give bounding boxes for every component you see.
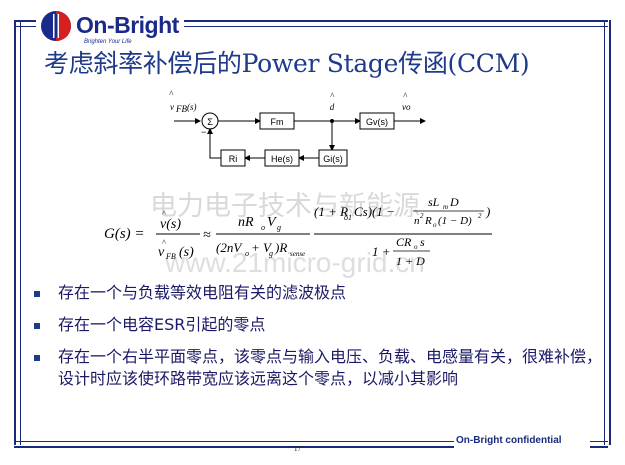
- bullet-square-icon: [34, 291, 40, 297]
- svg-text:sL: sL: [428, 195, 440, 209]
- frame-left-border: [14, 20, 21, 445]
- svg-text:g: g: [269, 249, 273, 258]
- input-sub: FB: [175, 104, 187, 114]
- svg-text:o: o: [433, 221, 437, 229]
- frame-top-border: [184, 20, 608, 27]
- svg-text:2: 2: [420, 212, 424, 220]
- bullet-item: 存在一个与负载等效电阻有关的滤波极点: [30, 282, 602, 304]
- input-arg: (s): [187, 102, 197, 112]
- frame-bottom-left-border: [14, 441, 454, 448]
- watermark-url: www.21micro-grid.cn: [164, 247, 425, 278]
- gv-label: Gv(s): [366, 117, 388, 127]
- formula-big-num: (1 + R: [314, 204, 348, 219]
- svg-text:o: o: [414, 243, 418, 251]
- fm-label: Fm: [271, 117, 284, 127]
- svg-text:FB: FB: [165, 252, 176, 261]
- bullet-item: 存在一个电容ESR引起的零点: [30, 314, 602, 336]
- logo-wordmark: On-Bright: [76, 12, 179, 38]
- logo-tagline: Brighten Your Life: [84, 39, 132, 45]
- svg-text:R: R: [424, 215, 432, 227]
- svg-text:^: ^: [403, 91, 408, 101]
- frame-right-border: [604, 20, 611, 445]
- svg-text:o: o: [261, 223, 265, 232]
- bullet-item: 存在一个右半平面零点，该零点与输入电压、负载、电感量有关，很难补偿，设计时应该使…: [30, 346, 602, 390]
- svg-text:+ V: + V: [251, 240, 273, 255]
- slide-title: 考虑斜率补偿后的Power Stage传函(CCM): [44, 49, 530, 78]
- svg-text:m: m: [443, 203, 448, 211]
- svg-text:(s): (s): [179, 245, 194, 260]
- d-label: d: [330, 102, 335, 112]
- svg-text:o1: o1: [344, 213, 352, 222]
- he-label: He(s): [271, 154, 293, 164]
- formula-frac-den: v: [158, 245, 165, 260]
- formula-gain-num: nR: [238, 215, 254, 230]
- company-logo: On-Bright Brighten Your Life: [40, 8, 180, 46]
- svg-text:s: s: [420, 235, 425, 249]
- ri-label: Ri: [229, 154, 238, 164]
- bullet-square-icon: [34, 323, 40, 329]
- svg-text:Cs)(1 −: Cs)(1 −: [354, 204, 395, 219]
- transfer-function-formula: G(s) = ^ v(s) ^ v FB (s) ≈ nR o V g (2nV…: [104, 195, 492, 268]
- svg-text:V: V: [267, 215, 277, 230]
- formula-gain-den: (2nV: [216, 240, 243, 255]
- svg-text:(1 − D): (1 − D): [438, 215, 472, 227]
- output-label: vo: [402, 102, 411, 112]
- bullet-list: 存在一个与负载等效电阻有关的滤波极点 存在一个电容ESR引起的零点 存在一个右半…: [30, 282, 602, 400]
- frame-top-left-border: [14, 20, 36, 27]
- svg-text:): ): [485, 204, 490, 219]
- logo-globe-icon: [41, 11, 71, 41]
- svg-text:D: D: [449, 195, 459, 209]
- gi-label: Gi(s): [323, 154, 343, 164]
- svg-text:CR: CR: [396, 235, 412, 249]
- svg-text:^: ^: [162, 238, 166, 247]
- formula-approx: ≈: [203, 228, 211, 243]
- svg-text:n: n: [414, 215, 420, 227]
- formula-big-den: 1 +: [372, 244, 391, 259]
- svg-text:g: g: [277, 223, 281, 232]
- watermark-cn: 电力电子技术与新能源: [150, 191, 420, 222]
- svg-text:o: o: [245, 249, 249, 258]
- page-number: 17: [294, 445, 301, 453]
- svg-text:sense: sense: [290, 250, 305, 258]
- footer-confidential: On-Bright confidential: [456, 435, 562, 446]
- svg-text:)R: )R: [274, 240, 287, 255]
- svg-text:^: ^: [162, 209, 166, 218]
- control-loop-diagram: ^ v FB (s) Σ − Fm ^ d Gv(s) ^ vo Gi(s) H…: [169, 89, 426, 167]
- input-label: v: [170, 102, 174, 112]
- bullet-square-icon: [34, 355, 40, 361]
- svg-text:−: −: [201, 127, 206, 137]
- svg-text:1 + D: 1 + D: [396, 254, 425, 268]
- svg-text:^: ^: [330, 91, 335, 101]
- input-hat: ^: [169, 89, 174, 99]
- formula-lhs: G(s) =: [104, 226, 145, 242]
- svg-text:2: 2: [478, 212, 482, 220]
- formula-frac-num: v(s): [160, 217, 181, 232]
- summing-symbol: Σ: [207, 117, 213, 127]
- frame-bottom-right-border: [590, 441, 608, 448]
